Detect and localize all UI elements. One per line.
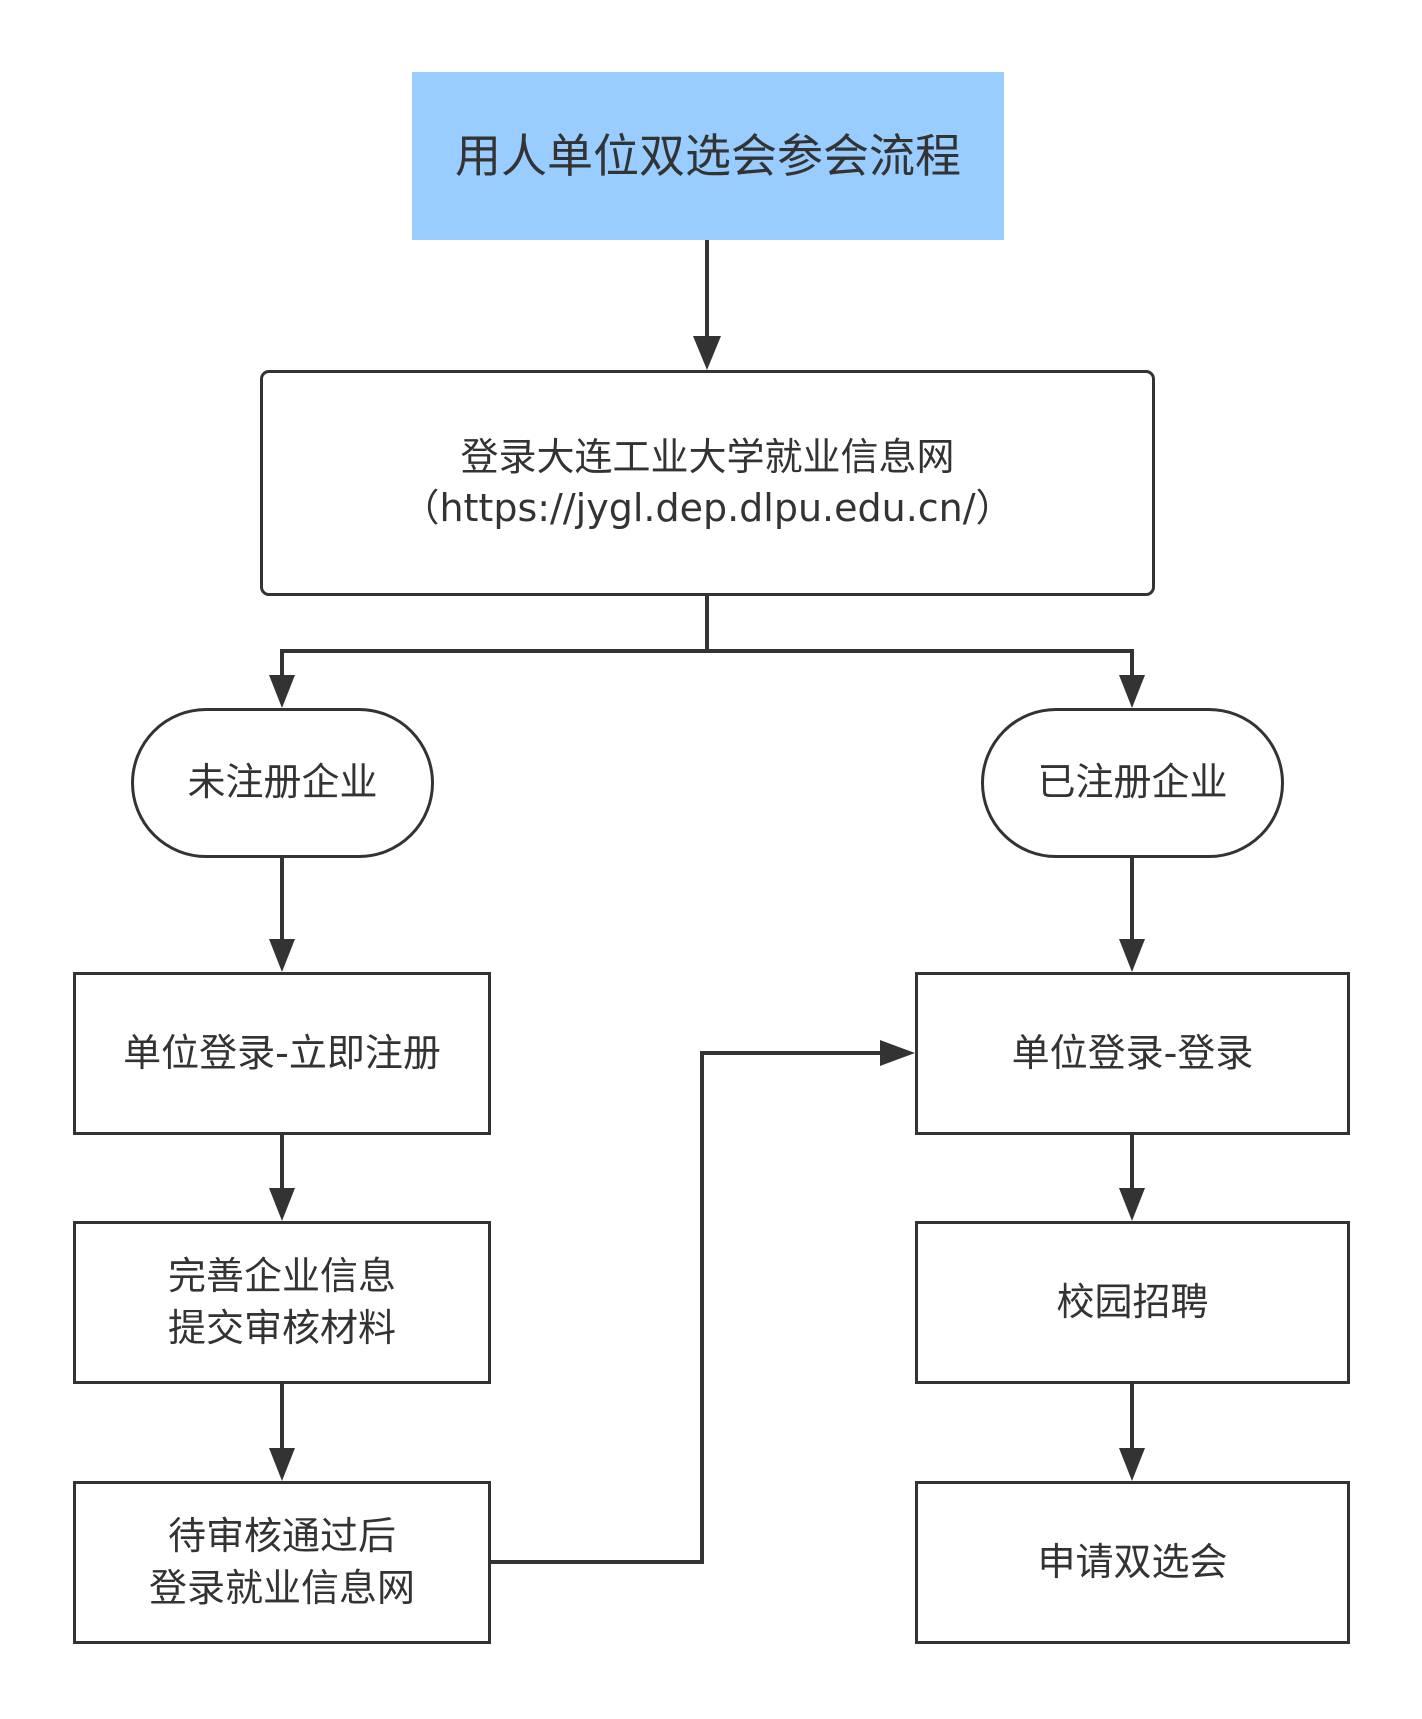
arrowhead-to-registered — [1119, 675, 1145, 708]
arrowhead-register-to-complete — [269, 1188, 295, 1221]
complete-info-line1: 完善企业信息 — [167, 1254, 396, 1299]
campus-recruitment-box: 校园招聘 — [915, 1221, 1350, 1384]
arrowhead-title-to-login — [693, 336, 721, 370]
login-step-box: 单位登录-登录 — [915, 972, 1350, 1135]
diagram-title-text: 用人单位双选会参会流程 — [455, 128, 961, 183]
registered-company-node: 已注册企业 — [981, 708, 1284, 858]
apply-job-fair-text: 申请双选会 — [1037, 1539, 1228, 1584]
arrowhead-to-unregistered — [269, 675, 295, 708]
login-site-box: 登录大连工业大学就业信息网 （https://jygl.dep.dlpu.edu… — [260, 370, 1155, 596]
unregistered-company-node: 未注册企业 — [131, 708, 434, 858]
login-step-text: 单位登录-登录 — [1011, 1030, 1254, 1075]
register-step-text: 单位登录-立即注册 — [123, 1030, 441, 1075]
approved-login-line2: 登录就业信息网 — [148, 1565, 415, 1610]
unregistered-company-label: 未注册企业 — [187, 760, 378, 805]
arrowhead-registered-to-login — [1119, 939, 1145, 972]
arrowhead-approved-to-login — [880, 1040, 915, 1066]
login-site-url: （https://jygl.dep.dlpu.edu.cn/） — [401, 486, 1014, 530]
arrowhead-login-to-campus — [1119, 1188, 1145, 1221]
approved-login-box: 待审核通过后 登录就业信息网 — [73, 1481, 491, 1644]
complete-info-box: 完善企业信息 提交审核材料 — [73, 1221, 491, 1384]
arrowhead-complete-to-approved — [269, 1448, 295, 1481]
connector-approved-to-login — [489, 1051, 880, 1564]
diagram-title: 用人单位双选会参会流程 — [412, 72, 1004, 240]
login-site-text: 登录大连工业大学就业信息网 — [460, 434, 955, 479]
connector-split-right — [707, 649, 1134, 675]
campus-recruitment-text: 校园招聘 — [1056, 1279, 1209, 1324]
approved-login-line1: 待审核通过后 — [167, 1514, 396, 1559]
arrowhead-unregistered-to-register — [269, 939, 295, 972]
registered-company-label: 已注册企业 — [1037, 760, 1228, 805]
arrowhead-campus-to-apply — [1119, 1448, 1145, 1481]
register-step-box: 单位登录-立即注册 — [73, 972, 491, 1135]
connector-login-split — [280, 596, 709, 675]
complete-info-line2: 提交审核材料 — [167, 1305, 396, 1350]
apply-job-fair-box: 申请双选会 — [915, 1481, 1350, 1644]
